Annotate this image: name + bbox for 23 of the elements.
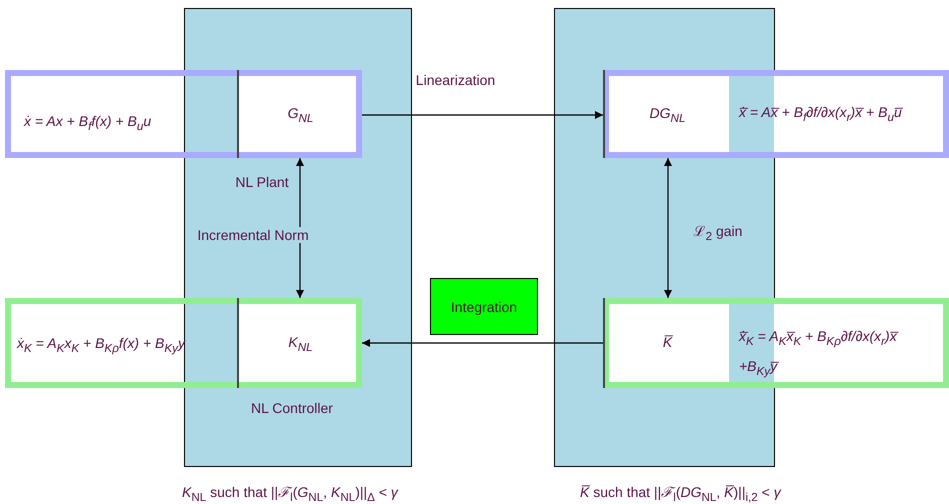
condition-text: K̅ such that ||ℱ$_{l}$(DG$_{NL}$, K̅)||$_{i,2}$ < γ [580,483,781,504]
arrow [362,111,603,119]
block-symbol: G$_{NL}$ [286,105,314,125]
equation-frame [5,298,362,388]
edge-label: Linearization [416,72,496,88]
block-symbol: K̅ [662,334,674,350]
block-symbol: K$_{NL}$ [287,334,314,354]
block-symbol: DG$_{NL}$ [648,105,686,125]
arrow [362,339,603,347]
state-equation: ẋ = Ax + B$_{f}$f(x) + B$_{u}$u [24,112,152,135]
equation-frame [603,298,949,388]
equation-frame [5,70,362,158]
edge-label: Incremental Norm [197,227,309,243]
process-box [430,278,538,335]
condition-text: K$_{NL}$ such that ||ℱ$_{l}$(G$_{NL}$, K$_{NL}$)||$_{Δ}$ < γ [182,483,398,504]
arrow [664,158,672,298]
state-equation: ẋ̅$_{K}$ = A$_{K}$x̅$_{K}$ + B$_{Kρ}$∂f/∂x(x$_{r}$)x̅ +B$_{Ky}$y̅ [739,327,900,380]
equation-frame [603,70,949,158]
block-caption: NL Controller [251,400,333,416]
arrow [296,158,304,298]
process-label: Integration [450,298,518,314]
state-equation: ẋ̅ = Ax̅ + B$_{f}$∂f/∂x(x$_{r}$)x̅ + B$_{u}$u̅ [739,103,904,126]
block-caption: NL Plant [235,174,289,190]
